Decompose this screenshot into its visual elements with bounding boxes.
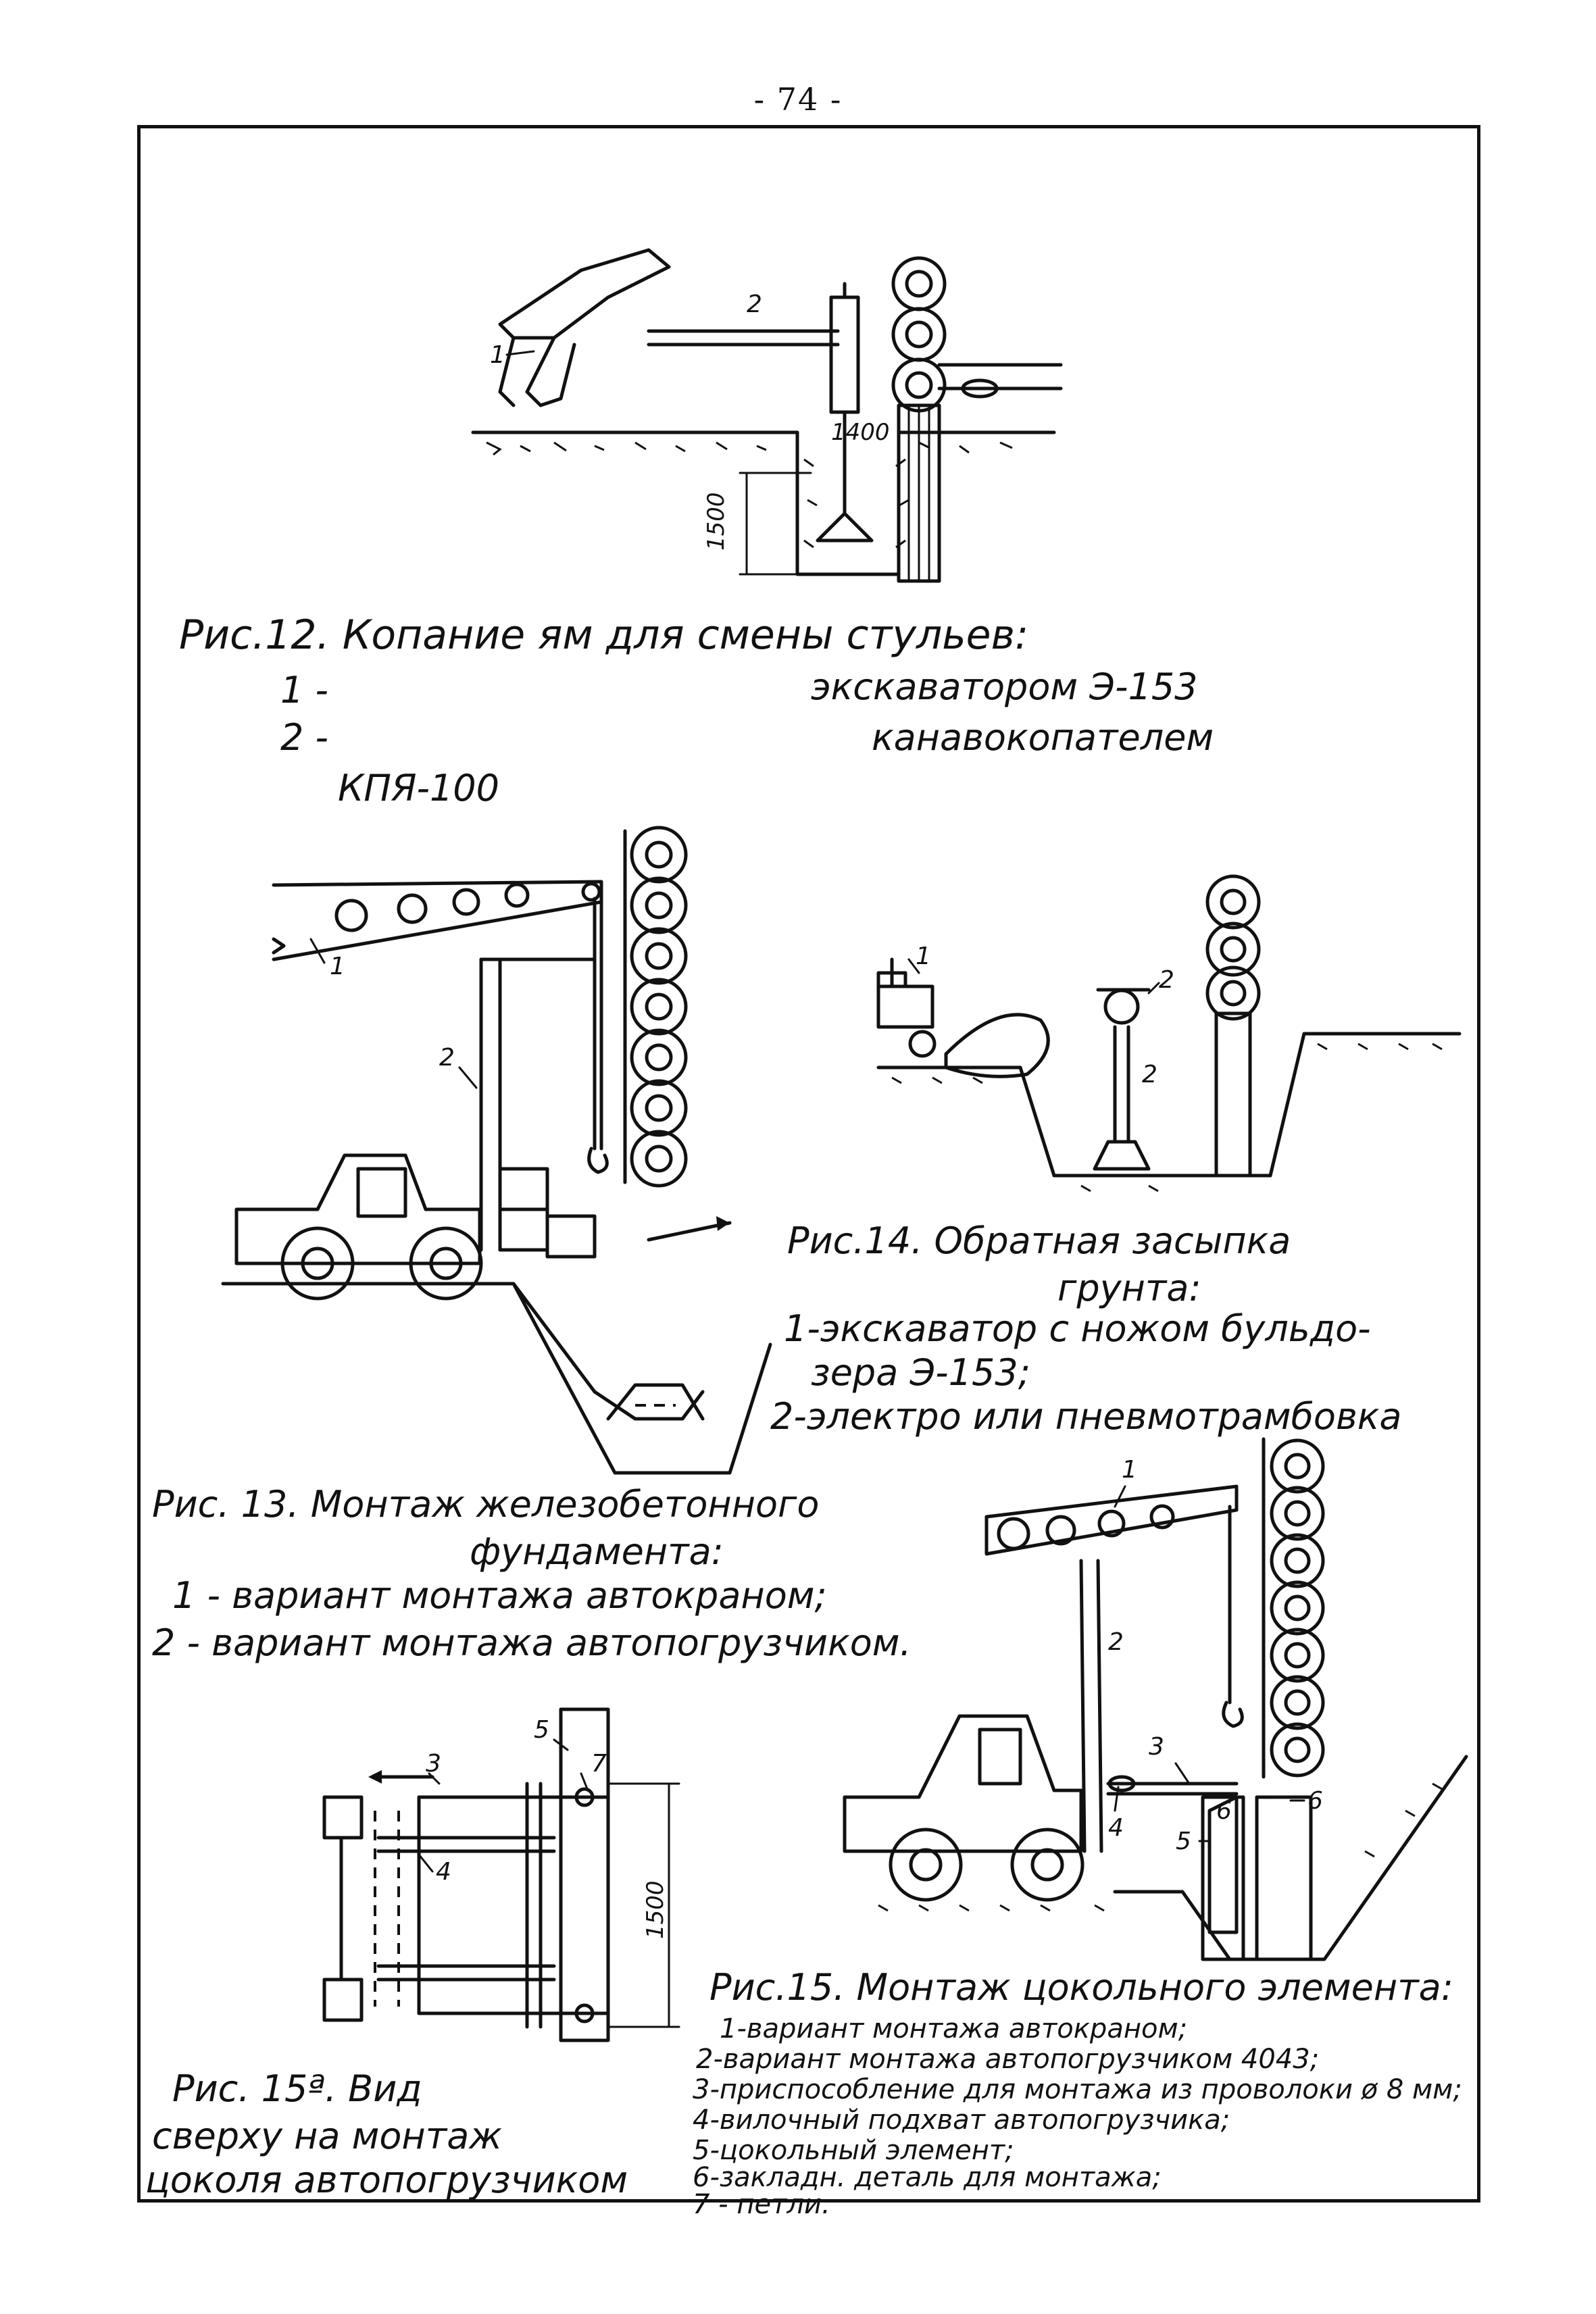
fig15-label-2: 2 — [1108, 1628, 1124, 1656]
fig12-label-2: 2 — [747, 291, 762, 318]
fig14-label-2b: 2 — [1142, 1061, 1157, 1088]
fig13-title2: фундамента: — [470, 1530, 724, 1573]
fig14-title: Рис.14. Обратная засыпка — [787, 1219, 1291, 1262]
fig15a-label-4: 4 — [436, 1858, 451, 1886]
fig14-item1a: 1-экскаватор с ножом бульдо- — [784, 1307, 1371, 1350]
fig12-drawing — [471, 248, 1063, 583]
fig13-item1: 1 - вариант монтажа автокраном; — [172, 1574, 827, 1617]
fig15-item-3: 3-приспособление для монтажа из проволок… — [693, 2074, 1462, 2105]
fig14-item1b: зера Э-153; — [811, 1351, 1030, 1394]
fig15-item-6: 6-закладн. деталь для монтажа; — [693, 2162, 1162, 2193]
fig15-item-7: 7 - петли. — [693, 2189, 830, 2220]
fig15a-label-7: 7 — [591, 1750, 607, 1778]
fig13-title: Рис. 13. Монтаж железобетонного — [152, 1483, 820, 1526]
fig15a-label-5: 5 — [534, 1716, 549, 1744]
fig15-label-3: 3 — [1149, 1733, 1164, 1761]
fig12-dim-1500: 1500 — [703, 492, 730, 551]
page-number: - 74 - — [753, 81, 843, 118]
fig13-label-1: 1 — [330, 953, 345, 980]
fig15a-label-3: 3 — [426, 1750, 441, 1778]
fig14-label-1: 1 — [916, 942, 931, 970]
fig14-label-2a: 2 — [1159, 966, 1174, 994]
fig15-item-2: 2-вариант монтажа автопогрузчиком 4043; — [696, 2044, 1320, 2075]
fig14-item2: 2-электро или пневмотрамбовка — [770, 1395, 1402, 1438]
fig15-item-5: 5-цокольный элемент; — [693, 2135, 1014, 2166]
fig12-label-1: 1 — [490, 341, 505, 369]
fig15a-drawing — [322, 1707, 680, 2042]
page-frame — [137, 125, 1480, 2203]
fig15-label-4: 4 — [1108, 1814, 1124, 1842]
fig12-dim-1400: 1400 — [831, 419, 890, 446]
fig15-title: Рис.15. Монтаж цокольного элемента: — [709, 1966, 1453, 2009]
fig12-item2-text: канавокопателем — [872, 716, 1214, 759]
fig15-label-1: 1 — [1122, 1456, 1137, 1484]
fig13-item2: 2 - вариант монтажа автопогрузчиком. — [152, 1621, 912, 1664]
fig15a-dim-1500: 1500 — [642, 1880, 669, 1939]
fig12-item1-text: экскаватором Э-153 — [811, 665, 1198, 708]
fig12-item2-model: КПЯ-100 — [338, 767, 500, 809]
fig14-title2: грунта: — [1057, 1267, 1201, 1309]
fig13-label-2: 2 — [439, 1044, 455, 1072]
fig12-item2-num: 2 - — [280, 716, 329, 759]
fig15-item-4: 4-вилочный подхват автопогрузчика; — [693, 2105, 1230, 2136]
fig15-label-6b: 6 — [1307, 1787, 1323, 1815]
fig15a-line2: сверху на монтаж — [152, 2115, 502, 2157]
fig13-drawing — [221, 826, 772, 1475]
fig14-drawing — [876, 874, 1462, 1192]
fig15a-line3: цоколя автопогрузчиком — [145, 2159, 628, 2201]
fig15-item-1: 1-вариант монтажа автокраном; — [720, 2013, 1188, 2044]
fig15-label-6a: 6 — [1216, 1797, 1232, 1825]
fig12-item1-num: 1 - — [280, 669, 329, 711]
fig15-drawing — [843, 1437, 1468, 1961]
fig15a-title: Рис. 15ª. Вид — [172, 2067, 422, 2110]
fig15-label-5: 5 — [1176, 1828, 1191, 1855]
fig12-title: Рис.12. Копание ям для смены стульев: — [179, 611, 1029, 659]
